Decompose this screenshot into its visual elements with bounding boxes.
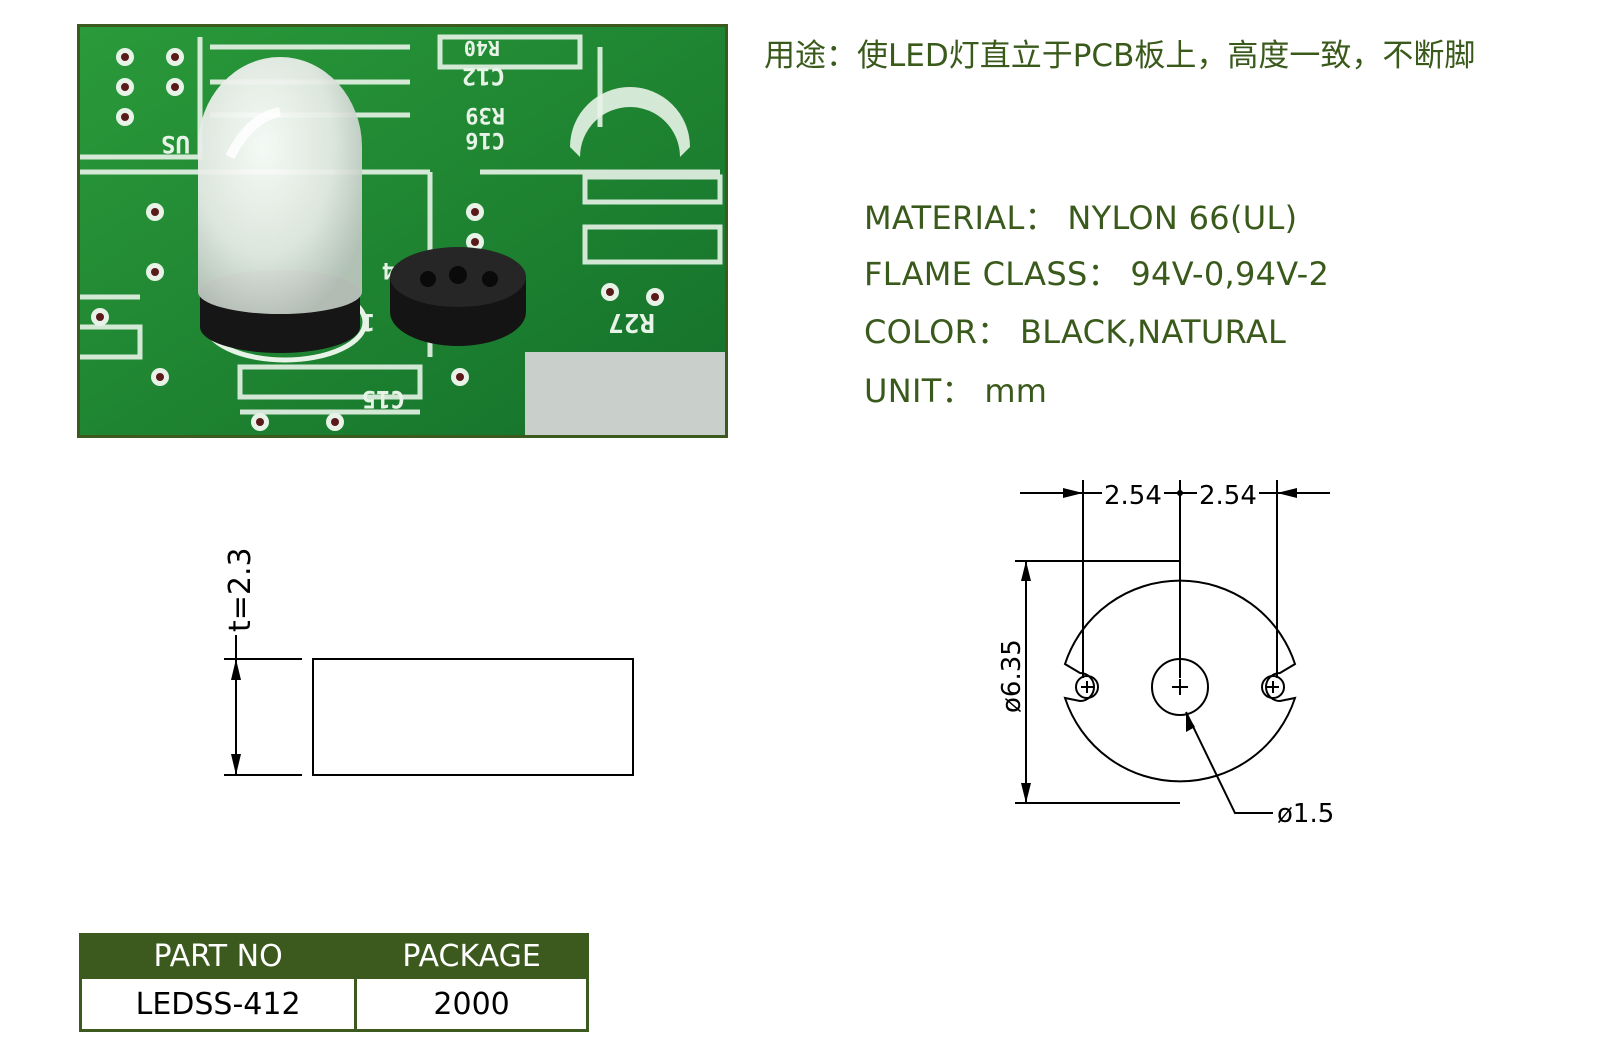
pcb-label-c16: C16 [465, 127, 505, 152]
pcb-label-r40: R40 [464, 36, 500, 60]
header-package: PACKAGE [354, 933, 589, 979]
spec-material: MATERIAL： NYLON 66(UL) [864, 193, 1297, 239]
center-hole [1151, 658, 1209, 716]
pcb-label-c12: C12 [462, 62, 505, 90]
pcb-label-r39: R39 [465, 102, 505, 127]
spec-material-label: MATERIAL： [864, 199, 1057, 237]
spec-unit: UNIT： mm [864, 366, 1047, 412]
pcb-label-r27: R27 [608, 307, 655, 337]
thickness-label: t=2.3 [223, 547, 258, 632]
usage-description: 用途：使LED灯直立于PCB板上，高度一致，不断脚 [764, 38, 1476, 74]
spec-material-value: NYLON 66(UL) [1067, 199, 1298, 237]
spec-unit-label: UNIT： [864, 372, 974, 410]
spec-flame-class: FLAME CLASS： 94V-0,94V-2 [864, 249, 1329, 295]
cell-part-no: LEDSS-412 [78, 976, 358, 1032]
pcb-label-us: US [161, 130, 190, 158]
diameter-label: ø6.35 [997, 639, 1027, 713]
table-header-row: PART NO PACKAGE [78, 933, 589, 979]
top-view-drawing: 2.54 2.54 ø6.35 ø1.5 [997, 478, 1334, 829]
part-table: PART NO PACKAGE LEDSS-412 2000 [78, 933, 589, 1032]
side-view-outline [312, 658, 634, 776]
hole-diameter-label: ø1.5 [1277, 799, 1334, 829]
pcb-label-c15: C15 [362, 385, 405, 413]
cell-package: 2000 [354, 976, 589, 1032]
led-body [198, 57, 362, 314]
spec-flame-class-value: 94V-0,94V-2 [1130, 255, 1330, 293]
spec-flame-class-label: FLAME CLASS： [864, 255, 1120, 293]
side-view-drawing: t=2.3 [223, 547, 634, 776]
spec-color-label: COLOR： [864, 313, 1010, 351]
spec-unit-value: mm [984, 372, 1048, 410]
metal-pad [525, 352, 725, 435]
spec-color: COLOR： BLACK,NATURAL [864, 307, 1286, 353]
product-photo: C12 R40 R39 C16 US R27 C15 11 4 [77, 24, 728, 438]
pitch-left-label: 2.54 [1104, 481, 1162, 511]
header-part-no: PART NO [78, 933, 358, 979]
table-row: LEDSS-412 2000 [78, 976, 589, 1032]
pitch-right-label: 2.54 [1199, 481, 1257, 511]
spec-color-value: BLACK,NATURAL [1019, 313, 1287, 351]
pcb-illustration: C12 R40 R39 C16 US R27 C15 11 4 [80, 27, 725, 435]
spacer-outline [1063, 579, 1297, 783]
